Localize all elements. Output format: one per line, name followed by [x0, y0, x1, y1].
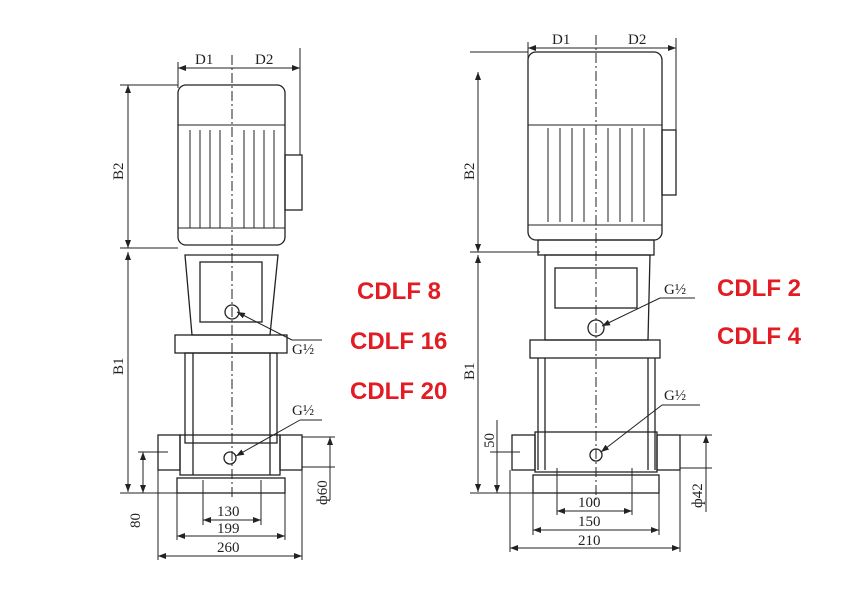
right-width-100: 100 — [578, 495, 601, 511]
model-label-cdlf2: CDLF 2 — [717, 275, 801, 302]
right-pipe-diameter-label: ф42 — [690, 483, 706, 508]
left-b2-label: B2 — [111, 162, 127, 180]
model-label-cdlf20: CDLF 20 — [350, 378, 447, 405]
left-dimensions: D1 D2 B2 B1 80 ф60 130 199 260 G½ G½ — [111, 48, 335, 560]
left-width-199: 199 — [217, 521, 240, 537]
right-width-210: 210 — [578, 533, 601, 549]
right-height-label: 50 — [482, 433, 498, 448]
right-port-lower-label: G½ — [664, 388, 686, 404]
left-width-130: 130 — [217, 504, 240, 520]
left-b1-label: B1 — [111, 357, 127, 375]
left-height-label: 80 — [128, 513, 144, 528]
left-port-upper-label: G½ — [292, 342, 314, 358]
right-dimensions: D1 D2 B2 B1 50 ф42 100 150 210 G½ G½ — [462, 32, 712, 552]
left-width-260: 260 — [217, 540, 240, 556]
left-pipe-diameter-label: ф60 — [315, 480, 331, 505]
model-label-cdlf4: CDLF 4 — [717, 323, 802, 350]
right-pump-drawing — [511, 35, 681, 500]
right-d1-label: D1 — [552, 32, 570, 48]
right-b2-label: B2 — [462, 162, 478, 180]
right-b1-label: B1 — [462, 362, 478, 380]
left-d1-label: D1 — [195, 52, 213, 68]
right-d2-label: D2 — [628, 32, 646, 48]
right-port-upper-label: G½ — [664, 282, 686, 298]
left-port-lower-label: G½ — [292, 403, 314, 419]
left-d2-label: D2 — [255, 52, 273, 68]
model-label-cdlf16: CDLF 16 — [350, 328, 447, 355]
right-width-150: 150 — [578, 514, 601, 530]
model-label-cdlf8: CDLF 8 — [357, 278, 441, 305]
left-pump-drawing — [157, 55, 303, 500]
